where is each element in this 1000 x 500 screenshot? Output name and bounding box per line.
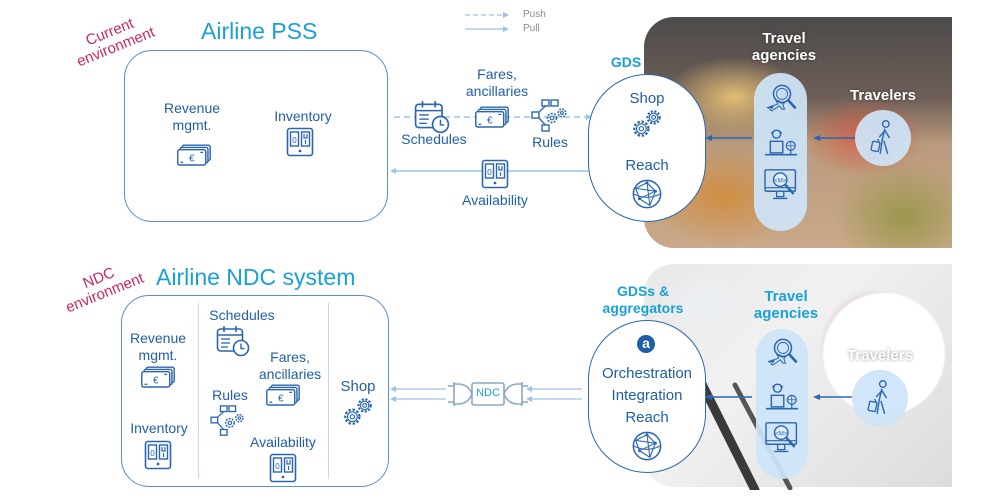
gdss-aggregators-title: GDSs & aggregators	[588, 283, 698, 317]
legend-push-label: Push	[523, 9, 546, 20]
network-globe-icon	[631, 178, 663, 210]
ndc-left-arrowhead-1	[390, 386, 396, 392]
ndc-revenue-line1: Revenue	[129, 330, 187, 346]
travel-agencies-line2: agencies	[751, 47, 817, 64]
ndc-travel-agencies-line1: Travel	[764, 288, 808, 305]
rules-flowchart-icon	[530, 98, 570, 134]
ndc-availability-tablet-icon	[269, 453, 297, 483]
ndc-travelers-title: Travelers	[847, 347, 913, 364]
ndc-travel-agencies-pill	[756, 329, 808, 479]
ndc-money-euro-icon	[140, 366, 176, 390]
aggregators-reach-label: Reach	[625, 409, 669, 426]
ndc-plug-icon	[448, 382, 528, 406]
gds-reach-label: Reach	[625, 157, 669, 174]
traveler-luggage-icon	[869, 118, 897, 158]
legend-pull-label: Pull	[523, 23, 540, 34]
ndc-agency-flow-arrows	[705, 394, 852, 400]
ndc-right-arrowhead-2	[526, 396, 532, 402]
airline-ndc-system-title: Airline NDC system	[156, 264, 356, 290]
ndc-fares-ancillaries-label: Fares, ancillaries	[250, 349, 330, 383]
ndc-travel-agencies-title: Travel agencies	[750, 288, 822, 322]
ndc-monitor-search-icon	[764, 421, 802, 455]
airline-ndc-box	[121, 295, 389, 487]
calendar-clock-icon	[414, 100, 450, 134]
travel-agencies-line1: Travel	[762, 30, 806, 47]
monitor-search-icon	[763, 168, 801, 202]
ndc-availability-label: Availability	[250, 434, 316, 450]
revenue-mgmt-label-line2: mgmt.	[172, 117, 212, 133]
airline-pss-box	[124, 50, 388, 222]
orchestration-label: Orchestration	[601, 365, 693, 382]
inventory-tablet-icon	[286, 127, 314, 157]
ndc-agencies-to-aggregators-arrowhead	[705, 394, 712, 400]
ndc-connector-arrows	[390, 382, 582, 406]
fares-label-line1: Fares,	[477, 66, 517, 82]
fares-label-line2: ancillaries	[465, 83, 529, 99]
ndc-traveler-luggage-icon	[866, 378, 894, 418]
ndc-inventory-tablet-icon	[144, 440, 172, 470]
ndc-shop-label: Shop	[340, 378, 376, 395]
fares-money-icon	[474, 106, 510, 130]
inventory-label: Inventory	[274, 108, 332, 124]
column-divider-right	[328, 303, 329, 479]
integration-label: Integration	[611, 387, 683, 404]
gds-pill	[588, 74, 706, 222]
ndc-fares-line2: ancillaries	[258, 366, 322, 382]
amadeus-logo-icon: a	[637, 335, 655, 353]
ndc-calendar-clock-icon	[216, 325, 250, 357]
column-divider-left	[198, 303, 199, 479]
gears-icon	[630, 108, 664, 140]
gds-shop-label: Shop	[629, 90, 665, 107]
agencies-to-gds-arrowhead	[705, 135, 712, 141]
availability-label: Availability	[462, 192, 528, 208]
ndc-right-arrowhead-1	[526, 386, 532, 392]
gdss-aggregators-line2: aggregators	[602, 300, 684, 316]
travelers-to-agencies-arrowhead	[813, 135, 820, 141]
ndc-travelers-to-agencies-arrowhead	[813, 394, 820, 400]
ndc-travel-agencies-line2: agencies	[753, 305, 819, 322]
ndc-revenue-mgmt-label: Revenue mgmt.	[122, 330, 194, 364]
legend-arrows	[465, 12, 509, 32]
gds-title: GDS	[610, 54, 642, 70]
ndc-fares-money-icon	[265, 384, 301, 408]
ndc-schedules-label: Schedules	[209, 307, 275, 323]
ndc-rules-label: Rules	[212, 387, 248, 403]
pull-arrowhead	[390, 168, 396, 174]
ndc-left-arrowhead-2	[390, 396, 396, 402]
search-plane-icon	[765, 82, 799, 116]
ndc-rules-flowchart-icon	[209, 404, 247, 438]
ndc-search-plane-icon	[766, 336, 800, 370]
travel-agencies-title: Travel agencies	[740, 30, 828, 64]
fares-ancillaries-label: Fares, ancillaries	[452, 66, 542, 100]
revenue-mgmt-label-line1: Revenue	[163, 100, 221, 116]
legend-push-arrowhead	[503, 12, 509, 18]
ndc-connector-label: NDC	[476, 387, 500, 399]
rules-label: Rules	[532, 134, 568, 150]
legend-pull-arrowhead	[503, 26, 509, 32]
ndc-network-globe-icon	[631, 430, 663, 462]
ndc-gears-icon	[341, 396, 375, 428]
travelers-title: Travelers	[850, 87, 916, 104]
ndc-revenue-line2: mgmt.	[138, 347, 178, 363]
agency-flow-arrows	[705, 135, 855, 141]
airline-pss-title: Airline PSS	[201, 18, 318, 44]
money-euro-icon	[176, 144, 212, 168]
ndc-fares-line1: Fares,	[270, 349, 310, 365]
ndc-inventory-label: Inventory	[130, 420, 188, 436]
revenue-mgmt-module: Revenue mgmt.	[152, 100, 232, 134]
schedules-label: Schedules	[401, 131, 467, 147]
availability-tablet-icon	[481, 159, 509, 189]
gdss-aggregators-line1: GDSs &	[616, 283, 670, 299]
